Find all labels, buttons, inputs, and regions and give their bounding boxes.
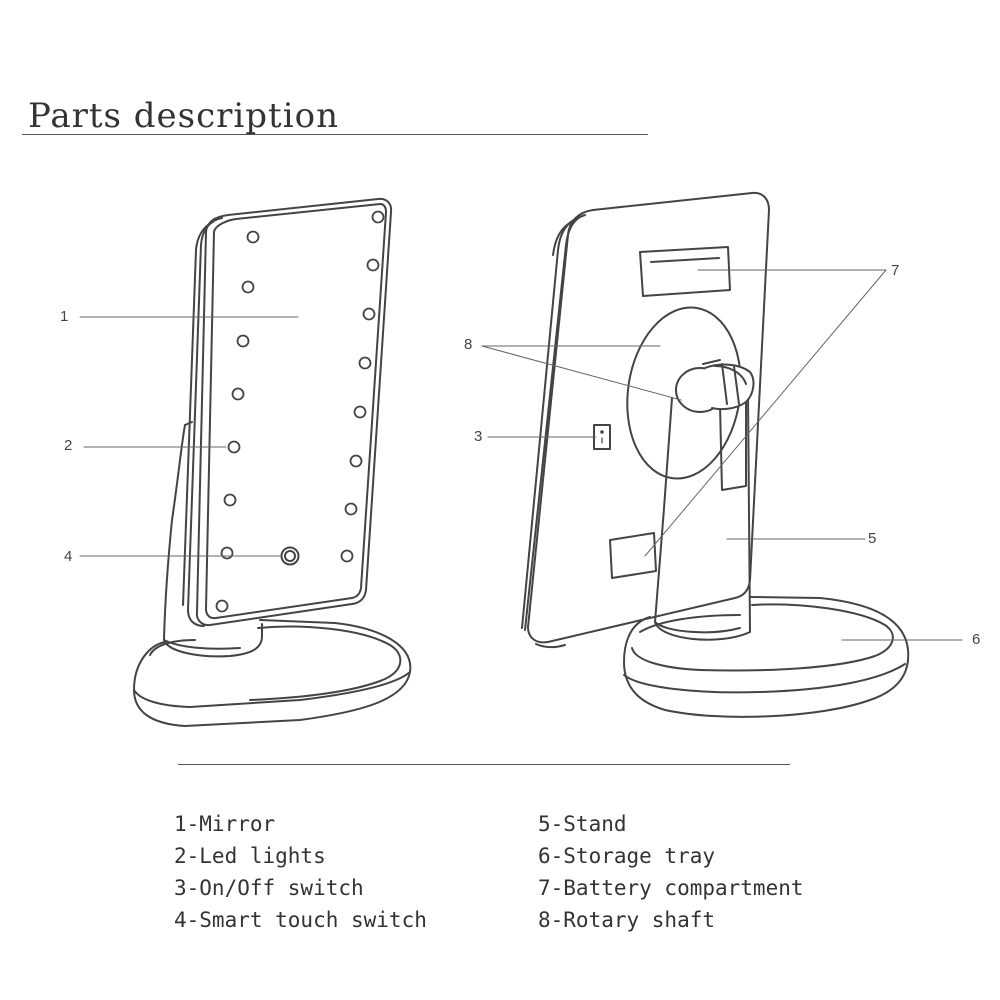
legend-divider: [178, 764, 790, 765]
back-view: [481, 191, 963, 718]
front-leader-lines: [79, 316, 299, 557]
legend-item: 3-On/Off switch: [174, 876, 364, 900]
front-mirror-frame: [182, 197, 393, 627]
callout-7: 7: [891, 262, 900, 279]
title-underline: [22, 134, 648, 135]
front-base: [133, 619, 412, 727]
legend-item: 8-Rotary shaft: [538, 908, 716, 932]
legend-item: 1-Mirror: [174, 812, 276, 836]
legend-item: 5-Stand: [538, 812, 627, 836]
back-mirror-body: [521, 191, 770, 649]
front-view: [79, 197, 412, 727]
back-leader-lines: [481, 269, 963, 641]
callout-2: 2: [64, 437, 73, 454]
front-stand: [163, 421, 263, 658]
battery-compartment: [609, 246, 731, 579]
callout-3: 3: [474, 428, 483, 445]
callout-5: 5: [868, 530, 877, 547]
legend-item: 7-Battery compartment: [538, 876, 804, 900]
smart-touch-switch: [280, 546, 300, 566]
legend-right: 5-Stand 6-Storage tray 7-Battery compart…: [538, 808, 804, 936]
rotary-shaft: [675, 359, 755, 413]
callout-4: 4: [64, 548, 73, 565]
callout-6: 6: [972, 631, 981, 648]
legend-left: 1-Mirror 2-Led lights 3-On/Off switch 4-…: [174, 808, 427, 936]
legend-item: 6-Storage tray: [538, 844, 716, 868]
legend-item: 4-Smart touch switch: [174, 908, 427, 932]
callout-8: 8: [464, 336, 473, 353]
callout-1: 1: [60, 308, 69, 325]
back-base: [623, 596, 910, 718]
legend-item: 2-Led lights: [174, 844, 326, 868]
led-lights: [215, 210, 385, 613]
page-title: Parts description: [28, 96, 339, 136]
back-stand: [654, 394, 751, 641]
